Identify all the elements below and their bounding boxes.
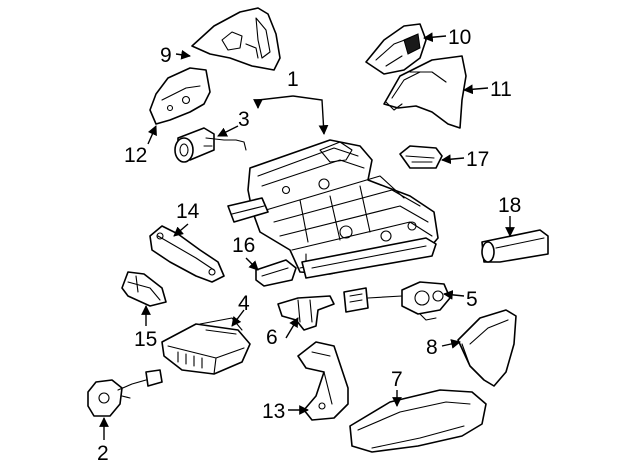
part-15-clip <box>121 271 167 307</box>
callout-17: 17 <box>466 148 489 171</box>
part-14-rail-trim <box>149 225 225 283</box>
part-11-side-trim <box>383 55 467 129</box>
part-16-small-cover <box>255 259 297 287</box>
callout-labels: 1 2 3 4 5 6 7 8 9 10 11 12 13 14 15 16 1… <box>97 26 521 465</box>
callout-8: 8 <box>426 336 438 359</box>
callout-13: 13 <box>262 400 285 423</box>
part-5-motor-assembly <box>343 281 451 321</box>
callout-6: 6 <box>266 326 278 349</box>
part-12-side-panel <box>149 67 211 125</box>
callout-12: 12 <box>124 144 147 167</box>
callout-11: 11 <box>490 78 512 101</box>
callout-4: 4 <box>238 292 250 315</box>
part-17-bracket <box>399 145 443 169</box>
callout-3: 3 <box>238 108 250 131</box>
part-3-motor <box>174 127 247 163</box>
part-8-back-cover <box>457 309 517 387</box>
callout-2: 2 <box>97 442 109 465</box>
leaders <box>99 32 515 440</box>
callout-18: 18 <box>498 194 521 217</box>
part-1-seat-frame <box>227 139 439 279</box>
part-13-mounting-bracket <box>297 341 349 421</box>
callout-15: 15 <box>134 328 157 351</box>
part-9-side-cover <box>191 7 281 71</box>
part-7-cushion-cover <box>349 389 487 453</box>
part-18-rail-cover <box>481 229 549 263</box>
callout-1: 1 <box>287 68 299 91</box>
part-6-bracket <box>277 295 335 331</box>
callout-9: 9 <box>160 44 172 67</box>
callout-10: 10 <box>448 26 471 49</box>
part-4-control-module <box>161 317 251 375</box>
part-10-upper-cover <box>365 23 427 75</box>
part-2-switch-harness <box>87 369 163 417</box>
callout-7: 7 <box>391 368 403 391</box>
callout-5: 5 <box>466 288 478 311</box>
callout-14: 14 <box>176 200 200 223</box>
callout-16: 16 <box>232 234 255 257</box>
